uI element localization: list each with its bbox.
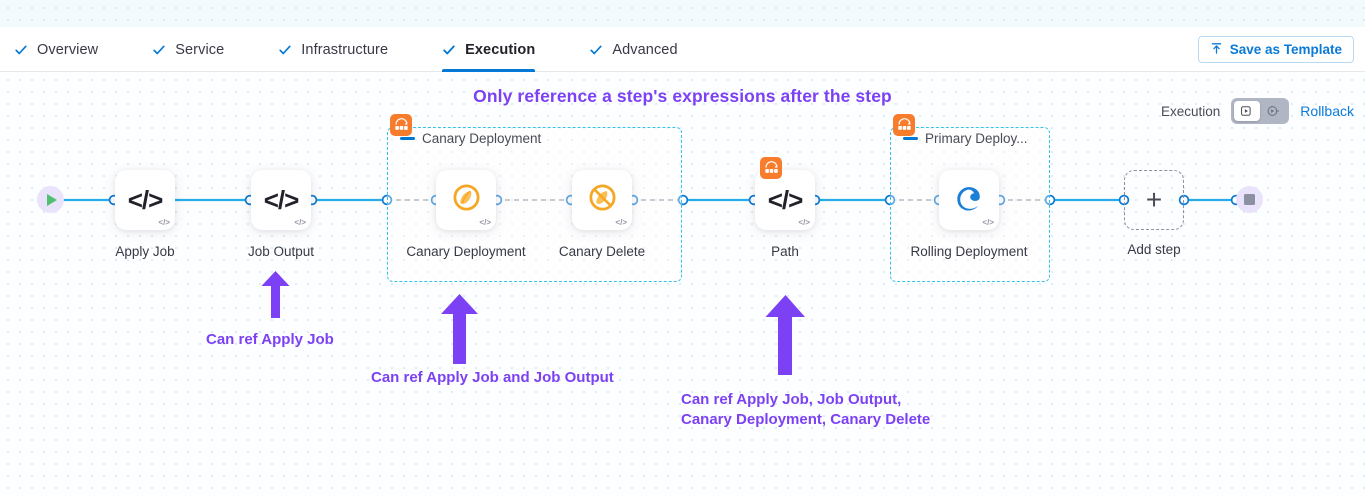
check-icon [278, 43, 292, 57]
execution-rollback-toggle[interactable] [1231, 98, 1290, 124]
execution-controls: Execution Rollback [1161, 98, 1354, 124]
canvas-top-band [0, 0, 1365, 27]
start-node[interactable] [37, 186, 64, 213]
add-step-button[interactable]: + [1124, 170, 1184, 230]
save-as-template-label: Save as Template [1229, 42, 1342, 57]
tab-label: Advanced [612, 41, 678, 58]
harness-canary-icon [451, 182, 482, 218]
node-corner-icon: </> [982, 218, 994, 227]
group-title-label: Canary Deployment [422, 131, 542, 146]
shell-script-icon: </> [263, 184, 300, 215]
tab-infrastructure[interactable]: Infrastructure [278, 27, 414, 72]
tab-label: Infrastructure [301, 41, 389, 58]
pipeline-tab-bar: Overview Service Infrastructure Executio… [0, 27, 1365, 72]
node-rolling-deployment[interactable]: </> [939, 170, 999, 230]
node-apply-job[interactable]: </> </> [115, 170, 175, 230]
tab-label: Overview [37, 41, 99, 58]
node-canary-delete[interactable]: </> [572, 170, 632, 230]
check-icon [589, 43, 603, 57]
tab-overview[interactable]: Overview [14, 27, 124, 72]
tab-advanced[interactable]: Advanced [589, 27, 703, 72]
node-corner-icon: </> [479, 218, 491, 227]
node-label-apply-job: Apply Job [115, 244, 175, 259]
save-as-template-button[interactable]: Save as Template [1197, 36, 1354, 63]
tab-execution[interactable]: Execution [442, 27, 561, 72]
canary-group-badge [390, 114, 412, 136]
anno-path: Can ref Apply Job, Job Output, Canary De… [681, 391, 931, 428]
node-label-rolling-deployment: Rolling Deployment [910, 244, 1028, 259]
shell-script-icon: </> [767, 184, 804, 215]
node-corner-icon: </> [294, 218, 306, 227]
play-icon [47, 193, 57, 206]
node-corner-icon: </> [615, 218, 627, 227]
check-icon [442, 43, 456, 57]
node-job-output[interactable]: </> </> [251, 170, 311, 230]
execution-label: Execution [1161, 103, 1221, 119]
plus-icon: + [1145, 184, 1163, 215]
check-icon [152, 43, 166, 57]
page-title: Only reference a step's expressions afte… [473, 86, 892, 106]
node-label-path: Path [771, 244, 799, 259]
rollback-link[interactable]: Rollback [1300, 103, 1354, 119]
node-label-canary-delete: Canary Delete [558, 244, 646, 259]
node-path[interactable]: </> </> [755, 170, 815, 230]
node-canary-deployment[interactable]: </> [436, 170, 496, 230]
group-title-label: Primary Deploy... [925, 131, 1028, 146]
edge-deploy-icon [954, 183, 984, 218]
upload-template-icon [1210, 42, 1223, 58]
node-corner-icon: </> [798, 218, 810, 227]
collapse-icon[interactable] [903, 137, 918, 140]
primary-group-badge [893, 114, 915, 136]
tab-underline [442, 69, 536, 72]
tab-service[interactable]: Service [152, 27, 250, 72]
add-step-label: Add step [1127, 242, 1181, 257]
stop-icon [1244, 194, 1255, 205]
node-label-canary-deployment: Canary Deployment [406, 244, 526, 259]
rollback-steps-icon[interactable] [1260, 101, 1286, 121]
node-label-job-output: Job Output [247, 244, 315, 259]
anno-apply-job: Can ref Apply Job [206, 331, 334, 348]
end-node[interactable] [1236, 186, 1263, 213]
tab-list: Overview Service Infrastructure Executio… [14, 27, 732, 72]
primary-group-title: Primary Deploy... [903, 131, 1028, 146]
path-step-badge [760, 157, 782, 179]
check-icon [14, 43, 28, 57]
harness-canary-delete-icon [587, 182, 618, 218]
run-steps-icon[interactable] [1234, 101, 1261, 121]
collapse-icon[interactable] [400, 137, 415, 140]
canary-group-title: Canary Deployment [400, 131, 541, 146]
tab-label: Execution [465, 41, 536, 58]
anno-canary-deployment: Can ref Apply Job and Job Output [371, 369, 614, 386]
shell-script-icon: </> [127, 184, 164, 215]
node-corner-icon: </> [158, 218, 170, 227]
tab-label: Service [175, 41, 225, 58]
